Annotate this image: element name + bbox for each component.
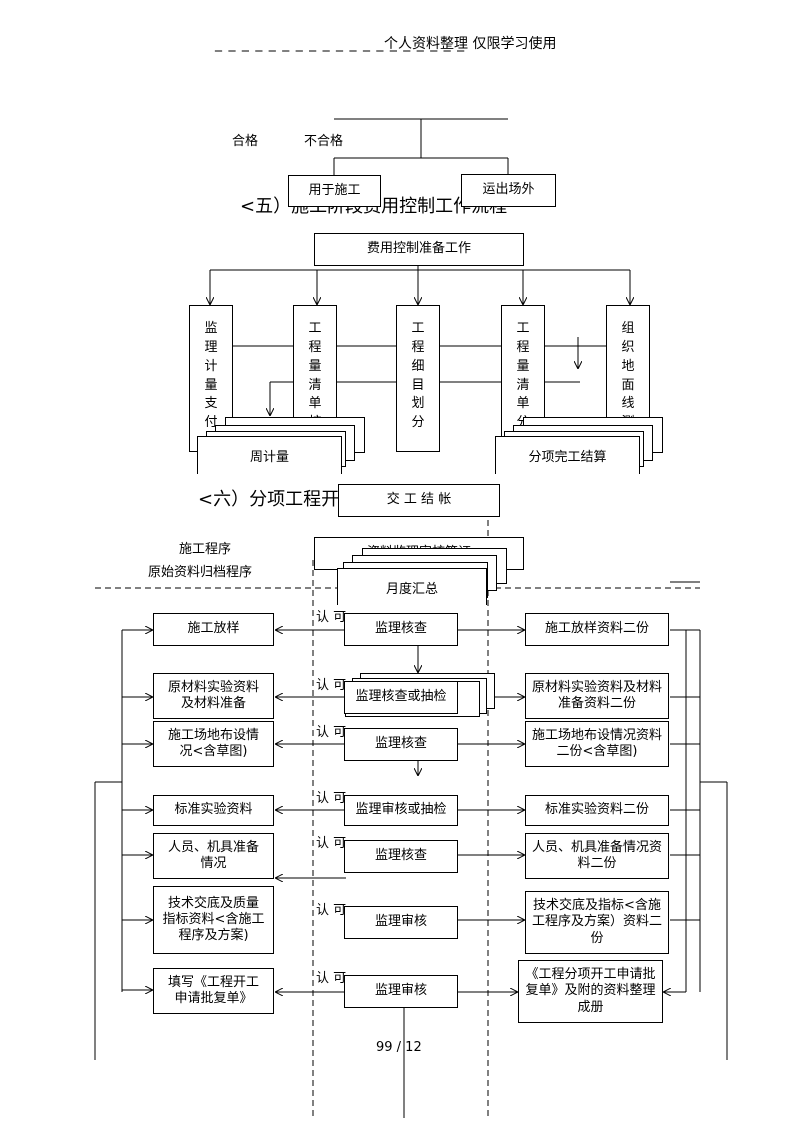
row3-left-box: 施工场地布设情况<含草图) (153, 721, 274, 767)
row7-mid-box: 监理审核 (344, 975, 458, 1008)
row4-mid-box: 监理审核或抽检 (344, 795, 458, 826)
row1-left-box: 施工放样 (153, 613, 274, 646)
weekly-measure-stack: 周计量 (197, 417, 367, 479)
row4-right-box: 标准实验资料二份 (525, 795, 669, 826)
row5-left-box: 人员、机具准备情况 (153, 833, 274, 879)
approve-label: 认 可 (316, 725, 347, 740)
row2-left-box: 原材料实验资料及材料准备 (153, 673, 274, 719)
remove-off-site-box: 运出场外 (461, 174, 556, 207)
approve-label: 认 可 (316, 791, 347, 806)
approve-label: 认 可 (316, 678, 347, 693)
monthly-summary-label: 月度汇总 (337, 568, 487, 605)
row3-mid-box: 监理核查 (344, 728, 458, 761)
page-number: 99 / 12 (376, 1040, 422, 1055)
cost-prep-box: 费用控制准备工作 (314, 233, 524, 266)
page-header-rule: _ _ _ _ _ _ _ _ _ _ _ _ _ _ _ _ _ _ _ (215, 36, 466, 52)
row6-right-box: 技术交底及指标<含施工程序及方案）资料二份 (525, 891, 669, 954)
row1-mid-box: 监理核查 (344, 613, 458, 646)
monthly-summary-stack: 月度汇总 (337, 548, 507, 608)
pass-label: 合格 (232, 134, 259, 149)
construction-procedure-label: 施工程序 (179, 542, 232, 557)
bill-split-label: 工程量清单分 (516, 321, 530, 430)
weekly-measure-label: 周计量 (197, 436, 342, 474)
archive-procedure-label: 原始资料归档程序 (148, 565, 253, 580)
page-header: 个人资料整理 仅限学习使用 (384, 36, 557, 52)
completion-settlement-label: 分项完工结算 (495, 436, 640, 474)
approve-label: 认 可 (316, 903, 347, 918)
row5-mid-box: 监理核查 (344, 840, 458, 873)
approve-label: 认 可 (316, 610, 347, 625)
use-for-construction-box: 用于施工 (288, 175, 381, 207)
row7-right-box: 《工程分项开工申请批复单》及附的资料整理成册 (518, 960, 663, 1023)
approve-label: 认 可 (316, 971, 347, 986)
completion-settlement-stack: 分项完工结算 (495, 417, 665, 479)
handover-settlement-box: 交 工 结 帐 (338, 484, 500, 517)
row1-right-box: 施工放样资料二份 (525, 613, 669, 646)
row2-mid-box: 监理核查或抽检 (344, 681, 458, 714)
item-division-box: 工程细目划分 (396, 305, 440, 452)
fail-label: 不合格 (304, 134, 344, 149)
row6-left-box: 技术交底及质量指标资料<含施工程序及方案) (153, 886, 274, 954)
row5-right-box: 人员、机具准备情况资料二份 (525, 833, 669, 879)
row6-mid-box: 监理审核 (344, 906, 458, 939)
approve-label: 认 可 (316, 836, 347, 851)
row3-right-box: 施工场地布设情况资料二份<含草图) (525, 721, 669, 767)
row7-left-box: 填写《工程开工申请批复单》 (153, 968, 274, 1014)
row2-right-box: 原材料实验资料及材料准备资料二份 (525, 673, 669, 719)
item-division-label: 工程细目划分 (411, 321, 425, 431)
row4-left-box: 标准实验资料 (153, 795, 274, 826)
